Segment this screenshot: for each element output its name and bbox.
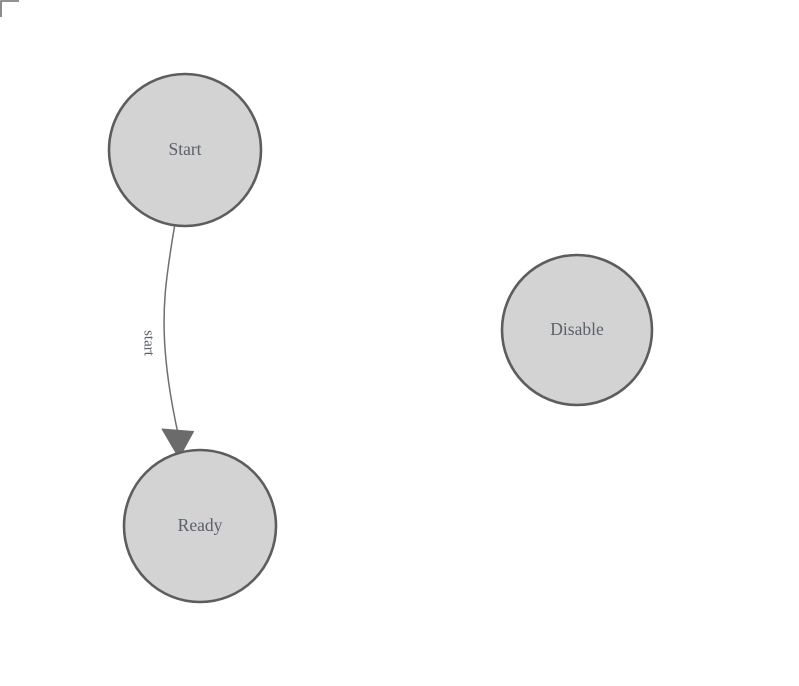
node-start-label: Start — [168, 139, 201, 159]
edge-label-start: start — [141, 330, 157, 357]
edge-line — [163, 226, 180, 437]
node-start[interactable]: Start — [107, 72, 263, 228]
edge-start-to-ready[interactable]: start — [141, 226, 194, 459]
node-disable[interactable]: Disable — [500, 253, 654, 407]
node-disable-label: Disable — [550, 319, 604, 339]
node-ready-label: Ready — [178, 515, 223, 535]
node-ready[interactable]: Ready — [122, 448, 278, 604]
node-start-circle — [107, 72, 263, 228]
node-disable-circle — [500, 253, 654, 407]
node-ready-circle — [122, 448, 278, 604]
canvas-corner-bracket-icon — [0, 0, 19, 17]
arrowhead-icon — [161, 428, 194, 459]
